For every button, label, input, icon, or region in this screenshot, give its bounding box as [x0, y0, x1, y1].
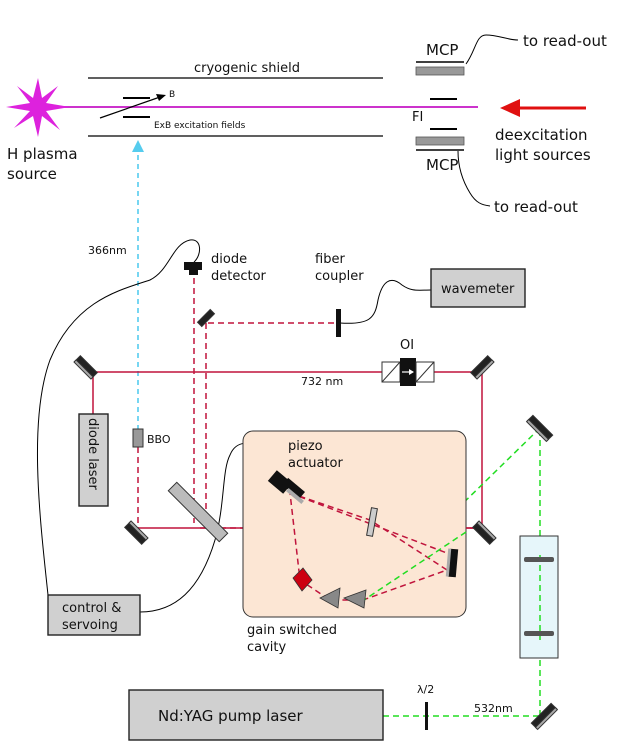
uv-beam [132, 140, 144, 430]
bbo-crystal [132, 428, 144, 448]
control-cable-detector [36, 239, 200, 596]
diode-detector-icon [184, 262, 202, 275]
cavity-path-output [289, 492, 453, 556]
h-plasma-label-line2: source [7, 165, 57, 183]
wavemeter-label: wavemeter [441, 282, 515, 297]
red-wavelength-label: 732 nm [301, 375, 343, 388]
mirror-fiber-pickoff [196, 308, 216, 328]
diode-laser-label: diode laser [85, 418, 100, 491]
cryogenic-shield-label: cryogenic shield [194, 61, 300, 76]
cryogenic-section [6, 34, 586, 207]
fiber-label-line1: fiber [315, 252, 345, 267]
mcp-top-plate [415, 66, 465, 76]
fiber-cable [339, 280, 432, 324]
cavity-label-line1: gain switched [247, 623, 337, 638]
uv-arrowhead [132, 140, 144, 152]
wavemeter-box [430, 268, 526, 308]
prism-left [319, 587, 341, 609]
plasma-star-icon [6, 78, 70, 137]
diode-detector-label-line2: detector [211, 269, 267, 284]
piezo-actuator-icon [267, 470, 305, 504]
exb-label: ExB excitation fields [154, 121, 246, 131]
oi-label: OI [400, 338, 414, 353]
gain-switched-cavity-box [242, 430, 467, 618]
fiber-label-line2: coupler [315, 269, 364, 284]
readout-wire-bottom [457, 150, 491, 207]
half-wave-plate [425, 702, 428, 730]
output-coupler [366, 507, 378, 537]
mirror-bottom-left [123, 520, 149, 546]
readout-wire-top [465, 34, 519, 65]
fi-label: FI [412, 110, 423, 125]
readout-top-label: to read-out [523, 32, 607, 50]
readout-bottom-label: to read-out [494, 198, 578, 216]
b-field-arrow [99, 96, 161, 119]
mirror-green-top [525, 414, 554, 443]
gain-crystal [292, 567, 313, 592]
deexcitation-arrowhead [500, 99, 520, 117]
pump-laser-box [128, 689, 384, 741]
b-field-label: B [169, 90, 175, 100]
piezo-label-line1: piezo [288, 439, 323, 454]
control-label-line2: servoing [62, 618, 118, 633]
deexcitation-label-line2: light sources [495, 146, 591, 164]
mcp-bottom-label: MCP [426, 156, 458, 174]
mirror-top-left [73, 354, 99, 380]
optical-isolator-icon [381, 358, 435, 386]
diode-detector-label-line1: diode [211, 252, 247, 267]
pump-cell [519, 535, 559, 659]
h-plasma-label-line1: H plasma [7, 145, 78, 163]
half-wave-label: λ/2 [417, 683, 434, 696]
control-box [47, 594, 141, 636]
mirror-bottom-right [471, 520, 497, 546]
beam-splitter [167, 481, 229, 543]
cavity-end-mirror [445, 548, 459, 578]
mirror-top-right [469, 354, 495, 380]
piezo-label-line2: actuator [288, 456, 343, 471]
fiber-coupler-icon [336, 309, 341, 337]
mcp-top-label: MCP [426, 41, 458, 59]
deexcitation-label-line1: deexcitation [495, 126, 588, 144]
prism-right [342, 589, 367, 609]
diode-laser-box [78, 413, 109, 507]
b-field-arrowhead [156, 94, 166, 101]
mirrors [73, 308, 559, 731]
mcp-bottom-plate [415, 136, 465, 146]
mirror-green-bottom [530, 702, 559, 731]
cavity-label-line2: cavity [247, 640, 287, 655]
pump-laser-label: Nd:YAG pump laser [158, 707, 304, 725]
control-label-line1: control & [62, 601, 121, 616]
green-wavelength-label: 532nm [474, 702, 513, 715]
green-in-cavity [363, 531, 467, 601]
bbo-label: BBO [147, 433, 171, 446]
uv-wavelength-label: 366nm [88, 244, 127, 257]
